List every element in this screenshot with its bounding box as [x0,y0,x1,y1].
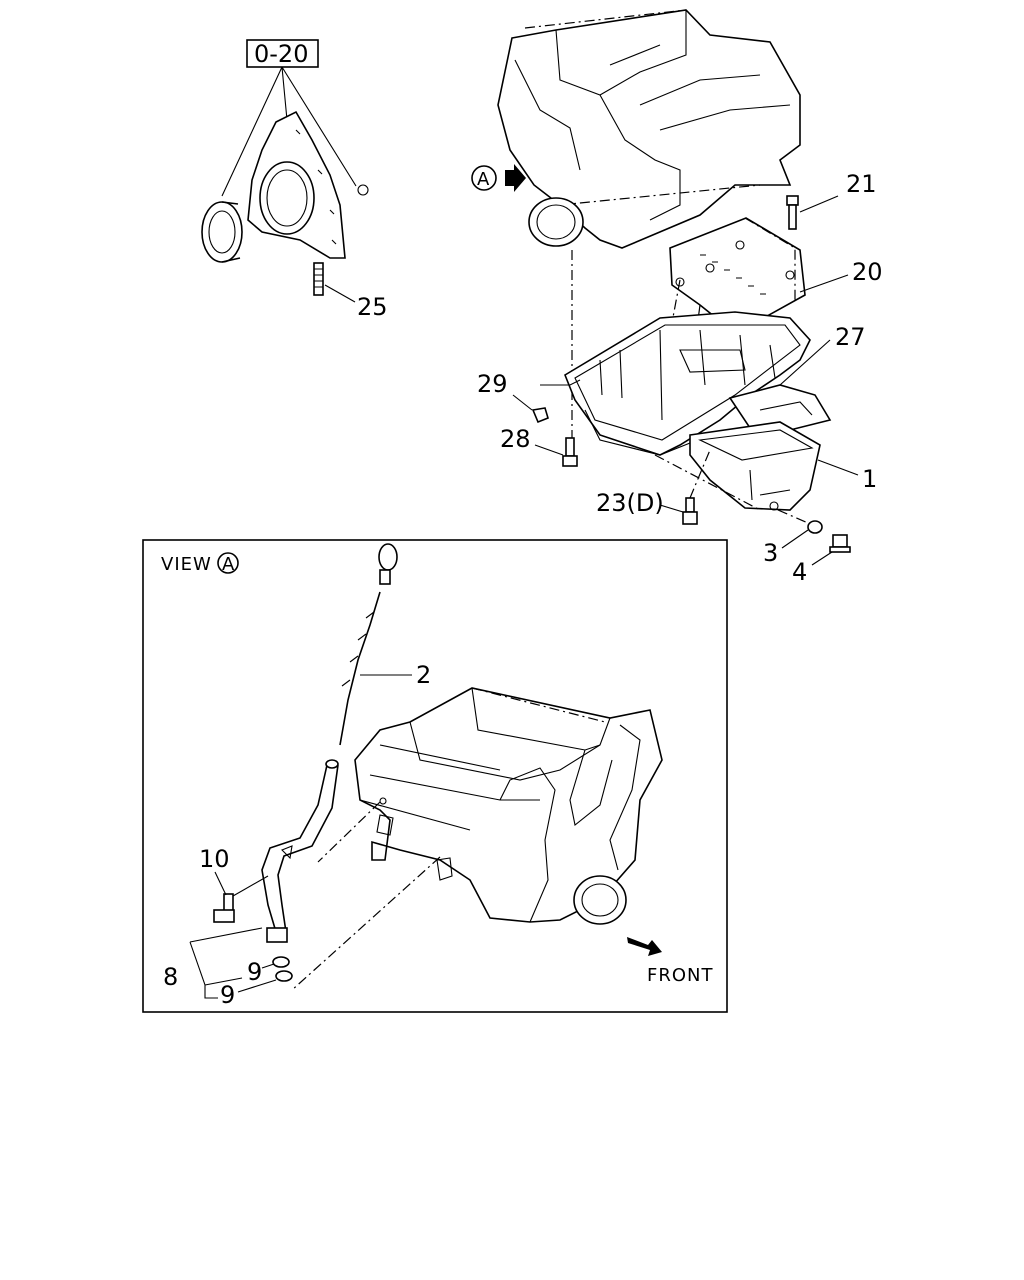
callout-3[interactable]: 3 [763,539,778,567]
bolt-28: 28 [500,425,578,467]
dipstick-guide-tube [261,759,339,943]
callout-27[interactable]: 27 [835,323,866,351]
view-a-indicator: A [471,164,526,192]
callout-1[interactable]: 1 [862,465,877,493]
view-label[interactable]: VIEW [161,554,212,575]
lower-oil-pan: 1 [654,421,877,511]
callout-29[interactable]: 29 [477,370,508,398]
front-label[interactable]: FRONT [647,965,714,986]
front-direction-indicator: FRONT [627,937,714,986]
callout-4[interactable]: 4 [792,558,807,586]
bolt-10: 10 [199,845,269,923]
group-ref-label[interactable]: 0-20 [254,40,308,68]
callout-21[interactable]: 21 [846,170,877,198]
upper-oil-pan [564,311,811,456]
callout-2[interactable]: 2 [416,661,431,689]
callout-20[interactable]: 20 [852,258,883,286]
callout-25[interactable]: 25 [357,293,388,321]
rear-oil-seal-retainer: 0-20 25 [201,39,388,321]
engine-block-top [497,9,801,440]
callout-8[interactable]: 8 [163,963,178,991]
callout-10[interactable]: 10 [199,845,230,873]
view-marker-top[interactable]: A [477,169,490,190]
bolt-21: 21 [786,170,877,230]
callout-28[interactable]: 28 [500,425,531,453]
engine-block-view-a [291,687,663,991]
oil-pan-baffle: 27 [728,323,866,431]
drain-washer-and-plug: 3 4 [763,509,851,586]
callout-23[interactable]: 23(D) [596,489,664,517]
guide-tube-assembly-bracket: 8 9 9 [163,927,293,1009]
dipstick: 2 [339,543,431,746]
view-a-panel: VIEW A 2 10 [142,539,728,1013]
callout-9-a[interactable]: 9 [247,958,262,986]
bolt-23: 23(D) [596,449,711,525]
nut-29: 29 [477,370,581,424]
callout-9-b[interactable]: 9 [220,981,235,1009]
view-marker[interactable]: A [222,554,235,575]
